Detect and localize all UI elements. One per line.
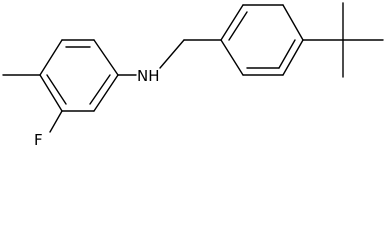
amine-to-methylene-bond bbox=[159, 39, 185, 69]
tert-butyl-group bbox=[302, 2, 384, 78]
chemical-structure-diagram: F NH bbox=[2, 2, 384, 149]
ring-bond bbox=[39, 39, 63, 76]
ring-double-bond bbox=[46, 74, 67, 105]
ring-bond bbox=[39, 74, 63, 112]
ring-double-bond bbox=[228, 11, 248, 41]
ring-double-bond bbox=[278, 39, 296, 69]
ring-double-bond bbox=[89, 74, 111, 105]
tert-butylphenyl-ring bbox=[220, 4, 304, 76]
ring-bond bbox=[220, 4, 244, 41]
ring-bond bbox=[220, 39, 244, 76]
fluoromethylphenyl-ring bbox=[39, 39, 119, 112]
fluorine-label: F bbox=[34, 131, 43, 149]
amine-label: NH bbox=[137, 67, 160, 85]
ring-bond bbox=[282, 39, 304, 76]
ring-bond bbox=[93, 39, 119, 76]
ring-bond bbox=[93, 74, 119, 112]
ring-bond bbox=[282, 4, 304, 41]
fluorine-bond bbox=[49, 110, 63, 133]
